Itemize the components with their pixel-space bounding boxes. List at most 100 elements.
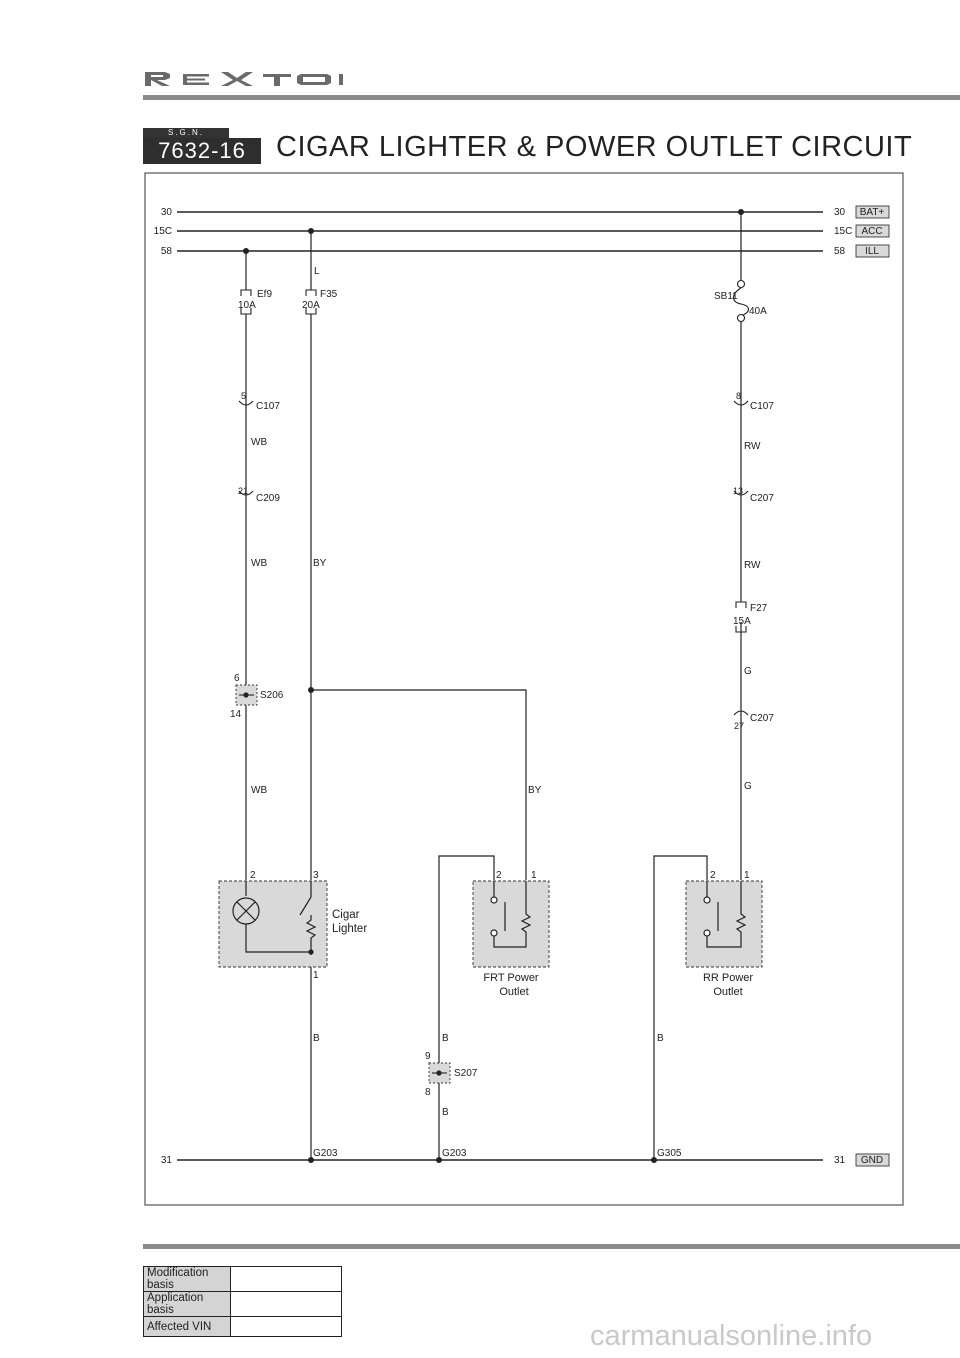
c207-b-label: C207 — [750, 713, 774, 724]
watermark-link[interactable]: carmanualsonline.info — [590, 1320, 873, 1352]
wire-by-to-frt — [311, 689, 527, 880]
rail-label-right-58: 58 — [834, 246, 846, 257]
cigar-lighter-junction — [308, 949, 314, 955]
fuse-ef9-rating: 10A — [238, 300, 256, 311]
tag-gnd: GND — [861, 1155, 883, 1166]
cigar-pin-gnd: 1 — [313, 970, 319, 981]
wires — [245, 212, 742, 1160]
frt-outlet-internals — [490, 881, 532, 948]
tag-bat: BAT+ — [860, 207, 885, 218]
cigar-lighter-label-1: Cigar — [332, 909, 360, 921]
connector-c207-b — [733, 710, 749, 716]
connector-c107-left — [238, 400, 254, 406]
splice-s207-dot — [436, 1070, 442, 1076]
basis-row-application: Application basis — [143, 1291, 342, 1317]
frt-outlet-label-2: Outlet — [499, 986, 528, 998]
s207-top-pin: 9 — [425, 1051, 431, 1062]
tag-ill: ILL — [865, 246, 879, 257]
fuse-f27-symbol — [735, 601, 747, 633]
basis-label: Affected VIN — [143, 1316, 231, 1337]
diagram-frame — [144, 172, 904, 1206]
wire-label-rw-1: RW — [744, 441, 761, 452]
rr-outlet-internals — [703, 881, 747, 948]
basis-value — [230, 1266, 342, 1292]
ground-g305: G305 — [657, 1148, 682, 1159]
wire-label-l: L — [314, 266, 320, 277]
cigar-lighter-label-2: Lighter — [332, 923, 367, 935]
fuse-sb11-name: SB11 — [714, 291, 738, 302]
basis-row-modification: Modification basis — [143, 1266, 342, 1292]
c207-a-label: C207 — [750, 493, 774, 504]
rail-label-right-30: 30 — [834, 207, 846, 218]
splice-s206-dot — [243, 692, 249, 698]
rr-outlet-label-1: RR Power — [703, 972, 753, 984]
header-rule — [143, 95, 960, 100]
fuse-f27-rating: 15A — [733, 616, 751, 627]
wire-b-frt — [438, 855, 495, 1160]
tag-bat-box — [855, 205, 890, 219]
connector-arcs — [238, 400, 749, 716]
cigar-lighter-internals — [232, 881, 317, 955]
c209-pin: 21 — [238, 486, 248, 496]
wire-label-g-1: G — [744, 666, 752, 677]
junction-dots — [243, 209, 744, 1163]
rail-label-right-15c: 15C — [834, 226, 852, 237]
frt-pin-1: 1 — [531, 870, 537, 881]
tag-ill-box — [855, 244, 890, 258]
fuse-f35-name: F35 — [320, 289, 338, 300]
fuse-ef9-name: Ef9 — [257, 289, 272, 300]
ground-g203-b: G203 — [442, 1148, 467, 1159]
basis-label: Modification basis — [143, 1266, 231, 1292]
wire-label-by-2: BY — [528, 785, 542, 796]
s207-label: S207 — [454, 1068, 478, 1079]
frt-outlet-label-1: FRT Power — [483, 972, 539, 984]
rail-tag-boxes — [855, 205, 890, 1167]
footer-rule — [143, 1244, 960, 1249]
wire-label-rw-2: RW — [744, 560, 761, 571]
junction-by — [308, 687, 314, 693]
s206-bottom-pin: 14 — [230, 709, 242, 720]
wire-label-g-2: G — [744, 781, 752, 792]
s207-bottom-pin: 8 — [425, 1087, 431, 1098]
fuse-f35-symbol — [305, 289, 317, 315]
sgn-tag: S.G.N. — [143, 128, 229, 138]
cigar-pin-feed: 3 — [313, 870, 319, 881]
tag-acc: ACC — [861, 226, 882, 237]
rr-pin-1: 1 — [744, 870, 750, 881]
rexton-logo-graphic — [145, 72, 343, 86]
fuse-f35-rating: 20A — [302, 300, 320, 311]
basis-table: Modification basis Application basis Aff… — [143, 1266, 342, 1337]
connector-c107-right — [733, 400, 749, 406]
fuse-sb11-symbol — [732, 279, 750, 323]
c107-right-label: C107 — [750, 401, 774, 412]
wire-label-by-1: BY — [313, 558, 327, 569]
c107-right-pin: 8 — [736, 391, 741, 401]
power-rails — [177, 211, 823, 1161]
c107-left-pin: 5 — [241, 391, 246, 401]
rail-label-left-15c: 15C — [154, 226, 172, 237]
connector-c209 — [238, 490, 254, 496]
cigar-pin-lamp: 2 — [250, 870, 256, 881]
wire-b-rr — [653, 855, 708, 1160]
wire-label-b-3: B — [442, 1107, 449, 1118]
wire-label-wb-1: WB — [251, 437, 267, 448]
c207-b-pin: 27 — [734, 721, 744, 731]
connector-c207-a — [733, 490, 749, 496]
basis-value — [230, 1316, 342, 1337]
junction-15c — [308, 228, 314, 234]
wire-label-wb-3: WB — [251, 785, 267, 796]
junction-30 — [738, 209, 744, 215]
junction-g305 — [651, 1157, 657, 1163]
fuse-f27-name: F27 — [750, 603, 768, 614]
rail-label-right-31: 31 — [834, 1155, 846, 1166]
s206-label: S206 — [260, 690, 284, 701]
basis-label: Application basis — [143, 1291, 231, 1317]
wire-label-b-2: B — [442, 1033, 449, 1044]
rail-label-left-30: 30 — [161, 207, 173, 218]
ground-g203-a: G203 — [313, 1148, 338, 1159]
rail-label-left-31: 31 — [161, 1155, 173, 1166]
rexton-logo — [143, 66, 343, 88]
rr-pin-2: 2 — [710, 870, 716, 881]
c209-label: C209 — [256, 493, 280, 504]
